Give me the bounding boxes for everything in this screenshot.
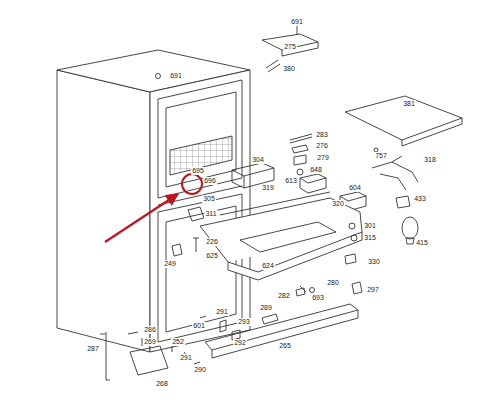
callout-number: 757 bbox=[374, 152, 388, 160]
callout-number: 304 bbox=[251, 156, 265, 164]
callout-number: 691 bbox=[169, 72, 183, 80]
control-housing bbox=[200, 198, 362, 280]
callout-number: 268 bbox=[155, 380, 169, 388]
callout-number: 305 bbox=[202, 195, 216, 203]
callout-number: 301 bbox=[363, 222, 377, 230]
wire-harness bbox=[372, 156, 418, 190]
callout-number: 290 bbox=[193, 366, 207, 374]
callout-number: 613 bbox=[284, 177, 298, 185]
callout-number: 624 bbox=[261, 262, 275, 270]
highlight-circle bbox=[182, 174, 202, 194]
callout-number: 695 bbox=[191, 167, 205, 175]
freezer-opening bbox=[158, 80, 242, 198]
callout-number: 275 bbox=[283, 43, 297, 51]
callout-number: 318 bbox=[423, 156, 437, 164]
bottom-hinge bbox=[130, 346, 168, 375]
callout-number: 320 bbox=[331, 200, 345, 208]
callout-number: 691 bbox=[290, 18, 304, 26]
screw bbox=[156, 74, 161, 79]
cover-plate bbox=[345, 96, 462, 146]
callout-number: 625 bbox=[205, 252, 219, 260]
hinge-pin bbox=[266, 60, 280, 72]
callout-number: 279 bbox=[316, 154, 330, 162]
callout-number: 604 bbox=[348, 184, 362, 192]
callout-number: 315 bbox=[363, 234, 377, 242]
callout-number: 380 bbox=[282, 65, 296, 73]
callout-number: 696 bbox=[203, 177, 217, 185]
callout-number: 276 bbox=[315, 142, 329, 150]
callout-number: 291 bbox=[179, 354, 193, 362]
callout-number: 283 bbox=[315, 131, 329, 139]
freezer-shelf bbox=[170, 136, 232, 175]
top-hinge bbox=[262, 34, 318, 56]
callout-number: 693 bbox=[311, 294, 325, 302]
callout-number: 330 bbox=[367, 258, 381, 266]
cabinet-front bbox=[150, 70, 250, 352]
callout-number: 282 bbox=[277, 292, 291, 300]
callout-number: 293 bbox=[237, 318, 251, 326]
callout-number: 265 bbox=[278, 342, 292, 350]
callout-number: 269 bbox=[143, 338, 157, 346]
callout-number: 280 bbox=[326, 279, 340, 287]
callout-number: 249 bbox=[163, 260, 177, 268]
callout-number: 415 bbox=[415, 239, 429, 247]
callout-number: 287 bbox=[86, 345, 100, 353]
highlight-arrow bbox=[105, 194, 178, 242]
cabinet-side bbox=[57, 70, 150, 352]
callout-number: 311 bbox=[204, 210, 217, 218]
callout-number: 286 bbox=[143, 326, 157, 334]
callout-number: 291 bbox=[215, 308, 229, 316]
callout-number: 297 bbox=[366, 286, 380, 294]
base-grille bbox=[205, 304, 358, 358]
freezer-liner bbox=[166, 92, 236, 187]
callout-number: 226 bbox=[205, 238, 219, 246]
callout-number: 648 bbox=[309, 166, 323, 174]
callout-number: 289 bbox=[259, 304, 273, 312]
callout-number: 433 bbox=[413, 195, 427, 203]
callout-number: 601 bbox=[192, 322, 206, 330]
callout-number: 319 bbox=[261, 184, 275, 192]
callout-number: 252 bbox=[171, 338, 185, 346]
callout-number: 292 bbox=[233, 339, 247, 347]
callout-number: 381 bbox=[402, 100, 416, 108]
